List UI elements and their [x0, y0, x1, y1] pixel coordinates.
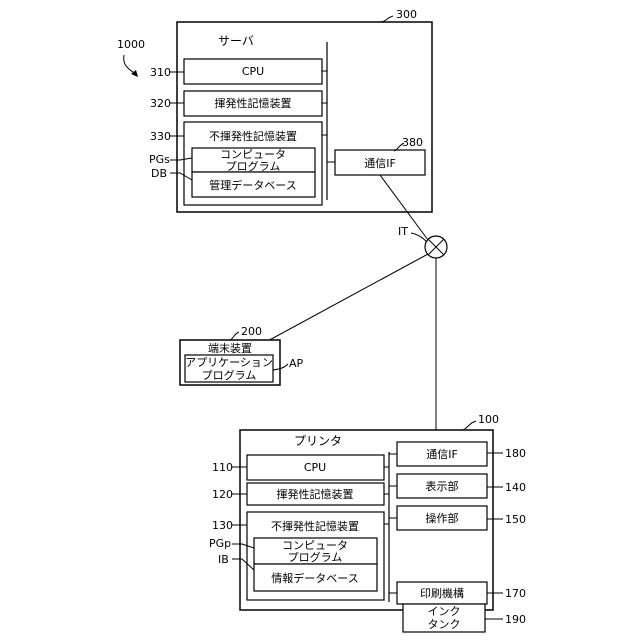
printer-ink-tank-ref: 190 [505, 613, 526, 626]
printer-display-ref: 140 [505, 481, 526, 494]
printer-volatile-ref: 120 [212, 488, 233, 501]
printer-program-ref: PGp [209, 537, 231, 550]
server-cpu-label: CPU [242, 65, 264, 78]
printer-volatile-label: 揮発性記憶装置 [277, 487, 354, 501]
printer-operation-ref: 150 [505, 513, 526, 526]
printer-comm-label: 通信IF [426, 448, 458, 461]
terminal-app-line2: プログラム [202, 368, 257, 382]
server-database-ref: DB [151, 167, 167, 180]
printer-ink-tank-line1: インク [428, 605, 461, 618]
printer-infodb-ref: IB [218, 553, 229, 566]
server-nonvolatile-label: 不揮発性記憶装置 [209, 129, 297, 143]
printer-display-label: 表示部 [426, 479, 459, 493]
server-nonvolatile-ref: 330 [150, 130, 171, 143]
terminal-ref-leader [230, 332, 239, 340]
terminal-title: 端末装置 [208, 341, 252, 355]
network-ref: IT [398, 225, 408, 238]
printer-block: プリンタ 100 CPU 110 揮発性記憶装置 120 不揮発性記憶装置 13… [209, 413, 526, 632]
printer-ink-tank-line2: タンク [428, 618, 461, 631]
server-program-line2: プログラム [226, 159, 281, 173]
printer-nonvolatile-ref: 130 [212, 519, 233, 532]
server-volatile-label: 揮発性記憶装置 [215, 96, 292, 110]
network-ref-leader [411, 233, 427, 242]
printer-print-mech-ref: 170 [505, 587, 526, 600]
terminal-block: 端末装置 アプリケーション プログラム 200 AP [180, 325, 304, 385]
system-ref-leader [124, 55, 136, 74]
server-block: サーバ 300 CPU 310 揮発性記憶装置 320 不揮発性記憶装置 330… [149, 8, 432, 212]
server-program-ref: PGs [149, 153, 170, 166]
system-ref-label: 1000 [117, 38, 145, 51]
printer-title: プリンタ [294, 434, 342, 448]
terminal-app-line1: アプリケーション [185, 356, 273, 369]
printer-operation-label: 操作部 [426, 511, 459, 525]
printer-ref-leader [463, 421, 476, 430]
server-ref-label: 300 [396, 8, 417, 21]
printer-comm-ref: 180 [505, 447, 526, 460]
printer-print-mech-label: 印刷機構 [420, 586, 464, 600]
network-node: IT [264, 175, 447, 441]
server-comm-ref: 380 [402, 136, 423, 149]
server-ref-leader [380, 16, 393, 22]
terminal-ref: 200 [241, 325, 262, 338]
printer-nonvolatile-label: 不揮発性記憶装置 [271, 519, 359, 533]
printer-infodb-label: 情報データベース [271, 571, 358, 585]
printer-ref: 100 [478, 413, 499, 426]
printer-cpu-label: CPU [304, 461, 326, 474]
terminal-app-ref: AP [289, 357, 304, 370]
printer-program-line2: プログラム [288, 550, 343, 564]
server-title: サーバ [218, 34, 254, 48]
printer-cpu-ref: 110 [212, 461, 233, 474]
server-comm-label: 通信IF [364, 157, 396, 170]
server-cpu-ref: 310 [150, 66, 171, 79]
server-database-label: 管理データベース [209, 178, 296, 192]
server-volatile-ref: 320 [150, 97, 171, 110]
network-to-terminal-link [264, 254, 428, 343]
